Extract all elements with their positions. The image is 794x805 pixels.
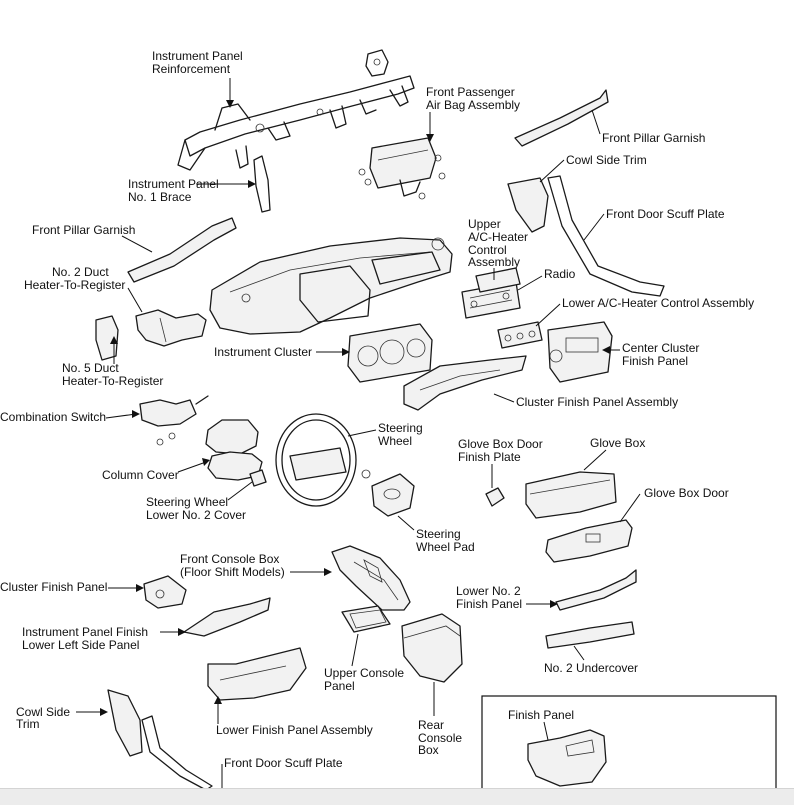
label-instrument-panel-reinforcement-2: Reinforcement (152, 62, 231, 76)
cowl-side-trim-left-part (107, 689, 143, 757)
part-labels: Instrument Panel Reinforcement Front Pas… (0, 49, 754, 770)
steering-wheel-pad-part (361, 469, 415, 517)
lower-ac-heater-control-part (497, 321, 543, 349)
instrument-panel-part (209, 237, 453, 335)
label-radio: Radio (544, 267, 576, 281)
label-center-cluster-finish-panel-1: Center Cluster (622, 341, 699, 355)
no2-duct-part (135, 309, 207, 347)
no5-duct-part (95, 315, 119, 361)
leader-lines (76, 78, 641, 788)
instrument-panel-finish-lower-left-part (183, 597, 271, 637)
label-upper-ac-heater-control-2: A/C-Heater (468, 230, 528, 244)
label-glove-box-door: Glove Box Door (644, 486, 729, 500)
cluster-finish-panel-part (143, 575, 187, 609)
column-cover-part (205, 419, 263, 481)
instrument-cluster-part (347, 323, 433, 383)
label-finish-panel: Finish Panel (508, 708, 574, 722)
label-no5-duct-1: No. 5 Duct (62, 361, 119, 375)
label-upper-ac-heater-control-3: Control (468, 243, 507, 257)
label-front-pillar-garnish-right: Front Pillar Garnish (602, 131, 705, 145)
label-no5-duct-2: Heater-To-Register (62, 374, 163, 388)
label-front-pillar-garnish-left: Front Pillar Garnish (32, 223, 135, 237)
steering-wheel-part (275, 413, 357, 507)
label-upper-console-panel-1: Upper Console (324, 666, 404, 680)
label-steering-wheel-1: Steering (378, 421, 423, 435)
rear-console-box-part (401, 613, 463, 683)
front-console-box-part (331, 545, 411, 611)
label-rear-console-box-2: Console (418, 731, 462, 745)
label-lower-ac-heater-control: Lower A/C-Heater Control Assembly (562, 296, 754, 310)
label-instrument-panel-brace-2: No. 1 Brace (128, 190, 192, 204)
no2-undercover-part (545, 621, 635, 649)
label-rear-console-box-3: Box (418, 743, 439, 757)
label-no2-duct-1: No. 2 Duct (52, 265, 109, 279)
finish-panel-part (527, 729, 607, 787)
label-instrument-panel-reinforcement-1: Instrument Panel (152, 49, 243, 63)
label-no2-undercover: No. 2 Undercover (544, 661, 638, 675)
label-steering-wheel-pad-1: Steering (416, 527, 461, 541)
label-no2-duct-2: Heater-To-Register (24, 278, 125, 292)
label-glove-box-door-finish-plate-1: Glove Box Door (458, 437, 543, 451)
front-door-scuff-plate-left-part (141, 715, 213, 791)
label-cluster-finish-panel: Cluster Finish Panel (0, 580, 107, 594)
label-steering-wheel-lower-cover-1: Steering Wheel (146, 495, 228, 509)
label-upper-ac-heater-control-4: Assembly (468, 255, 520, 269)
label-center-cluster-finish-panel-2: Finish Panel (622, 354, 688, 368)
radio-part (461, 281, 521, 319)
cluster-finish-panel-assembly-part (403, 355, 527, 411)
label-steering-wheel-pad-2: Wheel Pad (416, 540, 475, 554)
label-instrument-panel-finish-lower-left-1: Instrument Panel Finish (22, 625, 148, 639)
front-passenger-air-bag-part (358, 137, 446, 200)
steering-wheel-lower-cover-part (249, 469, 267, 487)
label-upper-ac-heater-control-1: Upper (468, 217, 501, 231)
label-combination-switch: Combination Switch (0, 410, 106, 424)
label-rear-console-box-1: Rear (418, 718, 444, 732)
label-lower-no2-finish-panel-1: Lower No. 2 (456, 584, 521, 598)
upper-ac-heater-control-part (475, 267, 521, 293)
label-steering-wheel-2: Wheel (378, 434, 412, 448)
combination-switch-part (139, 395, 209, 446)
label-steering-wheel-lower-cover-2: Lower No. 2 Cover (146, 508, 246, 522)
label-front-door-scuff-plate-bottom: Front Door Scuff Plate (224, 756, 343, 770)
label-cowl-side-trim-top: Cowl Side Trim (566, 153, 647, 167)
label-front-console-box-1: Front Console Box (180, 552, 279, 566)
label-lower-no2-finish-panel-2: Finish Panel (456, 597, 522, 611)
label-cowl-side-trim-bottom-1: Cowl Side (16, 705, 70, 719)
label-front-door-scuff-plate-top: Front Door Scuff Plate (606, 207, 725, 221)
label-instrument-cluster: Instrument Cluster (214, 345, 312, 359)
label-front-passenger-air-bag-1: Front Passenger (426, 85, 515, 99)
lower-finish-panel-assembly-part (207, 647, 307, 701)
label-cluster-finish-panel-assembly: Cluster Finish Panel Assembly (516, 395, 678, 409)
upper-console-panel-part (341, 605, 391, 633)
label-front-passenger-air-bag-2: Air Bag Assembly (426, 98, 520, 112)
label-instrument-panel-finish-lower-left-2: Lower Left Side Panel (22, 638, 139, 652)
front-door-scuff-plate-right-part (547, 175, 665, 297)
lower-no2-finish-panel-part (555, 569, 637, 611)
instrument-panel-brace-part (253, 155, 271, 213)
label-column-cover: Column Cover (102, 468, 179, 482)
instrument-panel-reinforcement-part (177, 49, 415, 171)
label-instrument-panel-brace-1: Instrument Panel (128, 177, 219, 191)
label-glove-box-door-finish-plate-2: Finish Plate (458, 450, 521, 464)
label-front-console-box-2: (Floor Shift Models) (180, 565, 285, 579)
cowl-side-trim-right-part (507, 177, 549, 233)
front-pillar-garnish-left-part (127, 217, 237, 283)
glove-box-door-part (545, 519, 633, 563)
center-cluster-finish-panel-part (547, 321, 613, 383)
glove-box-part (525, 471, 617, 519)
front-pillar-garnish-right-part (514, 89, 609, 147)
glove-box-door-finish-plate-part (485, 487, 505, 507)
window-bottom-bar (0, 788, 794, 805)
label-lower-finish-panel-assembly: Lower Finish Panel Assembly (216, 723, 373, 737)
label-upper-console-panel-2: Panel (324, 679, 355, 693)
label-glove-box: Glove Box (590, 436, 645, 450)
label-cowl-side-trim-bottom-2: Trim (16, 717, 40, 731)
